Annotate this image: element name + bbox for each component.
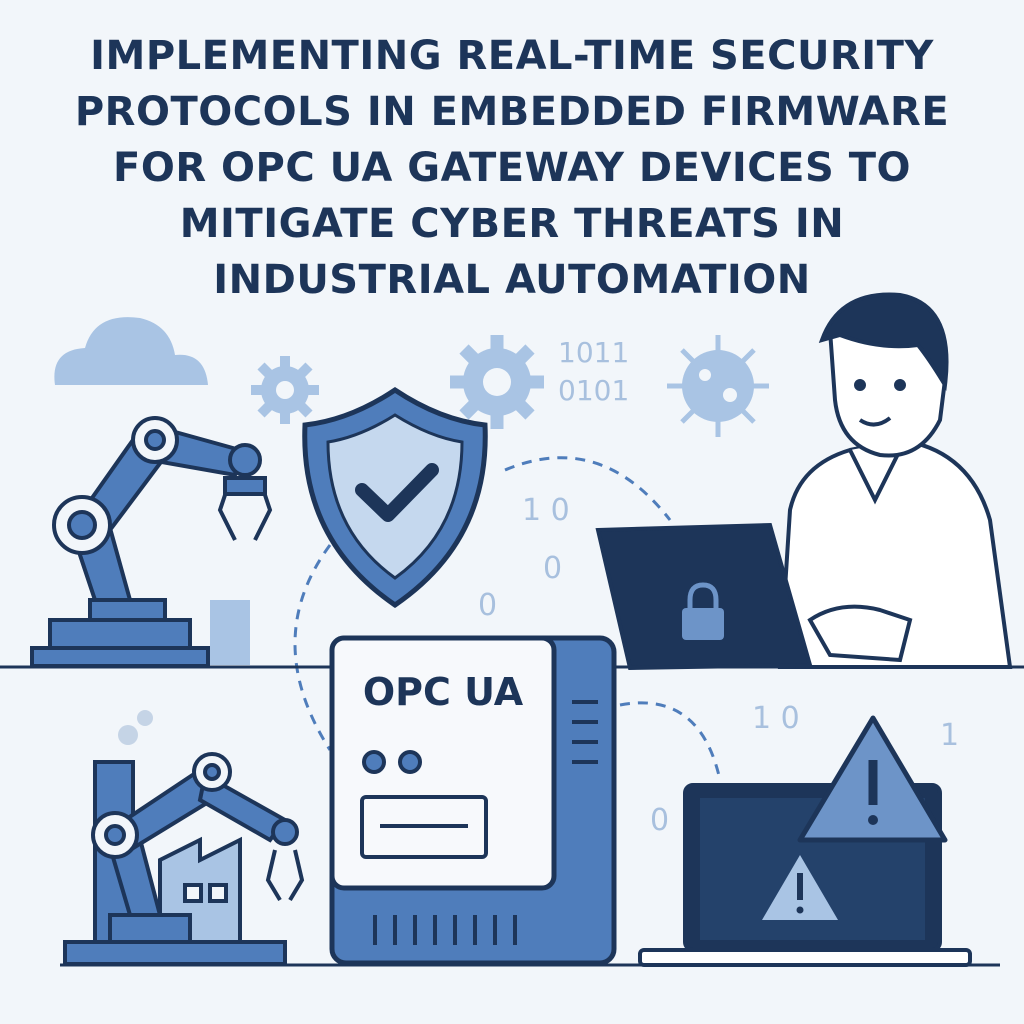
title-line: INDUSTRIAL AUTOMATION [213, 257, 811, 303]
title-line: FOR OPC UA GATEWAY DEVICES TO [113, 145, 911, 191]
person-illustration [777, 292, 1013, 669]
title-line: MITIGATE CYBER THREATS IN [179, 201, 845, 247]
cloud-icon [54, 317, 208, 385]
title-line: PROTOCOLS IN EMBEDDED FIRMWARE [74, 89, 950, 135]
factory-robot-icon [63, 710, 305, 966]
connection-line [619, 701, 722, 781]
laptop-lock-icon [595, 522, 813, 671]
binary-text: 0 [650, 803, 669, 838]
connection-line [504, 456, 672, 521]
binary-text: 1 0 [752, 701, 800, 736]
binary-text: 1011 [558, 336, 629, 369]
gateway-label: OPC UA [363, 670, 524, 714]
title: IMPLEMENTING REAL-TIME SECURITY PROTOCOL… [0, 28, 1024, 308]
opc-ua-gateway: OPC UA [329, 635, 617, 966]
virus-icon [667, 335, 769, 437]
connection-line [293, 544, 332, 751]
shield-check-icon [302, 386, 488, 609]
gear-icon [251, 356, 319, 424]
gear-icon [450, 335, 544, 429]
robot-arm-icon [30, 416, 273, 668]
binary-text: 1 [940, 718, 959, 753]
warning-icon [797, 715, 948, 843]
binary-text: 0 [543, 551, 562, 586]
binary-text: 0101 [558, 374, 629, 407]
binary-text: 1 0 [522, 493, 570, 528]
binary-text: 0 [478, 588, 497, 623]
title-line: IMPLEMENTING REAL-TIME SECURITY [90, 33, 934, 79]
